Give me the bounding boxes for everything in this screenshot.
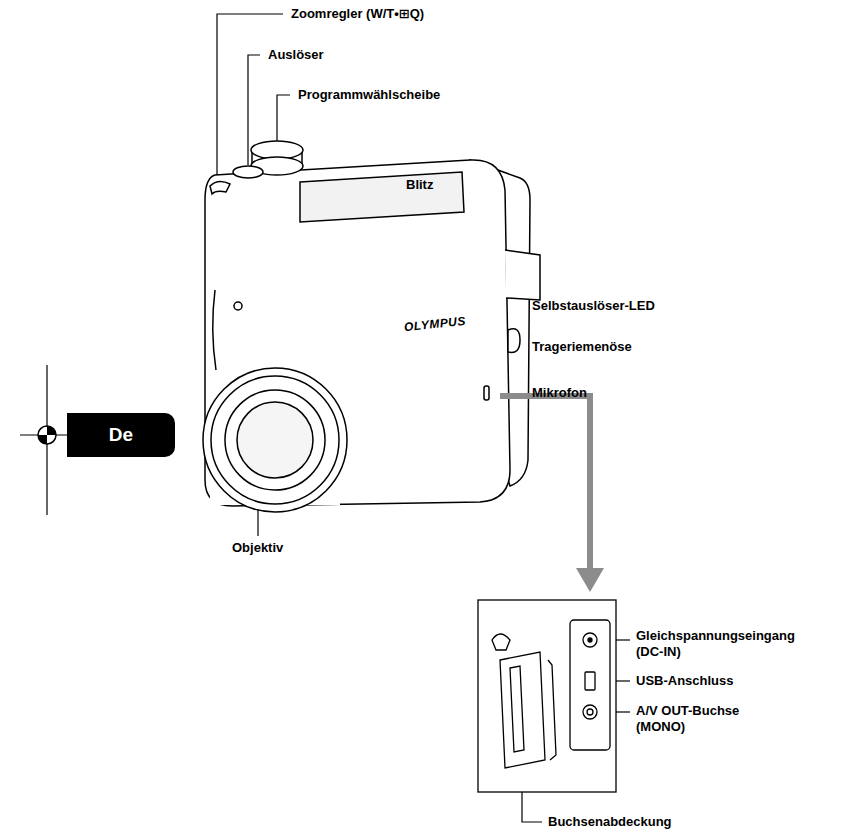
pointer-arrow [576, 568, 604, 592]
lens-ring [211, 376, 339, 504]
dc-in-jack [588, 638, 592, 642]
microphone [484, 386, 489, 400]
crop-mark [38, 426, 56, 444]
dc-in-jack [583, 633, 597, 647]
flash-panel [300, 172, 464, 222]
part-label: Blitz [406, 177, 433, 193]
part-label: Trageriemenöse [532, 339, 632, 355]
part-label: Mikrofon [532, 385, 587, 401]
part-label: Selbstauslöser-LED [532, 298, 655, 314]
language-tab: De [67, 413, 175, 457]
jack-panel [570, 620, 610, 750]
usb-port [585, 672, 595, 690]
lens-outer [203, 368, 347, 512]
viewfinder [505, 250, 540, 300]
crop-mark [38, 426, 56, 444]
part-label: Auslöser [268, 47, 324, 63]
zoom-lever [210, 181, 230, 194]
lens-glass [237, 402, 313, 478]
part-label: Programmwählscheibe [298, 87, 440, 103]
jack-cover [500, 652, 545, 768]
part-label: Zoomregler (W/T•⊞Q) [291, 6, 424, 22]
jack-cover [510, 666, 524, 752]
self-timer-led [234, 302, 242, 310]
tab-text: De [109, 424, 133, 446]
shutter-button [233, 166, 263, 178]
strap-eyelet [492, 634, 510, 650]
part-label: Gleichspannungseingang (DC-IN) [636, 628, 816, 660]
hinge-strap [548, 660, 556, 760]
pointer-arrow [500, 396, 590, 572]
part-label: A/V OUT-Buchse (MONO) [636, 703, 761, 735]
av-out-jack [583, 705, 597, 719]
part-label: Objektiv [232, 540, 283, 556]
grip-line [213, 290, 216, 370]
part-label: Buchsenabdeckung [548, 814, 672, 830]
strap-eyelet [508, 329, 520, 353]
camera-body [205, 160, 510, 506]
part-label: USB-Anschluss [636, 673, 734, 689]
inset-frame [478, 600, 616, 792]
av-out-jack [587, 709, 593, 715]
lens-ring [225, 390, 325, 490]
leader-line [277, 95, 290, 142]
